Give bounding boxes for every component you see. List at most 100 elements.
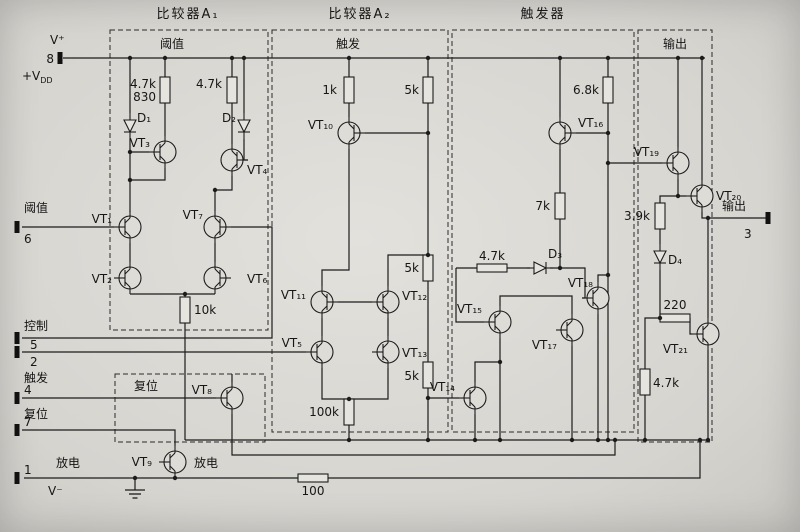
transistor-vt17-symbol — [555, 313, 584, 347]
transistor-vt17-label: VT₁₇ — [532, 338, 557, 352]
components — [113, 76, 720, 499]
reset-box — [114, 373, 266, 443]
pin-discharge-label: 放电 — [56, 455, 80, 470]
transistor-vt1-label: VT₁ — [92, 212, 113, 226]
transistor-vt9-symbol — [158, 445, 187, 479]
flip-flop-wires — [428, 58, 609, 440]
diode-d3-label: D₃ — [548, 247, 562, 261]
transistor-vt7-symbol — [203, 210, 232, 244]
resistor-10k-label: 10k — [194, 303, 216, 317]
vdd-base: +V — [22, 69, 41, 83]
transistor-vt11-label: VT₁₁ — [281, 288, 306, 302]
resistor-4_7k-c-label: 4.7k — [479, 249, 505, 263]
transistor-vt18-label: VT₁₈ — [568, 276, 593, 290]
transistor-vt10-label: VT₁₀ — [308, 118, 333, 132]
resistor-4_7k-b-label: 4.7k — [196, 77, 222, 91]
diode-d2-label: D₂ — [222, 111, 236, 125]
output-block-label: 输出 — [663, 36, 687, 51]
transistor-vt21-symbol — [691, 317, 720, 351]
transistor-vt16-label: VT₁₆ — [578, 116, 603, 130]
pin5-terminal — [14, 332, 20, 344]
resistor-220 — [659, 313, 691, 323]
circuit-wires — [22, 57, 766, 490]
transistor-vt16-symbol — [548, 116, 577, 150]
resistor-3_9k-label: 3.9k — [624, 209, 650, 223]
transistor-vt13-label: VT₁₃ — [402, 346, 427, 360]
resistor-4_7k-830 — [159, 76, 171, 104]
pin8-label: 8 — [46, 52, 54, 66]
output-stage-wires — [608, 58, 766, 440]
transistor-vt3-symbol — [148, 135, 177, 169]
output-stage-box — [637, 29, 713, 443]
ground-symbol — [124, 489, 146, 499]
transistor-vt15-label: VT₁₅ — [457, 302, 482, 316]
comparator-a1-box — [109, 29, 269, 331]
section-title-comparator-a2: 比较器A₂ — [328, 7, 391, 22]
resistor-6_8k-label: 6.8k — [573, 83, 599, 97]
pin2-terminal — [14, 346, 20, 358]
resistor-1k — [343, 76, 355, 104]
resistor-100k — [343, 398, 355, 426]
vdd-sub: DD — [40, 76, 52, 85]
transistor-vt15-symbol — [483, 305, 512, 339]
resistor-830-label: 830 — [133, 90, 156, 104]
pin4-terminal — [14, 392, 20, 404]
diode-d3-symbol — [526, 261, 554, 275]
resistor-5k-a-label: 5k — [404, 83, 419, 97]
transistor-vt10-symbol — [337, 116, 366, 150]
transistor-vt8-symbol — [215, 381, 244, 415]
resistor-4_7k-a-label: 4.7k — [130, 77, 156, 91]
transistor-vt21-label: VT₂₁ — [663, 342, 688, 356]
transistor-vt13-symbol — [371, 335, 400, 369]
reset-discharge-wires — [22, 374, 701, 490]
diode-d4-symbol — [653, 243, 667, 271]
transistor-vt4-label: VT₄ — [247, 163, 268, 177]
reset-box-label: 复位 — [134, 378, 158, 393]
resistor-4_7k-ff — [476, 263, 508, 273]
resistor-100-label: 100 — [302, 484, 325, 498]
transistor-vt19-label: VT₁₉ — [634, 145, 659, 159]
resistor-4_7k-out — [639, 368, 651, 396]
threshold-block-label: 阈值 — [160, 36, 184, 51]
transistor-vt11-symbol — [310, 285, 339, 319]
pin7-terminal — [14, 424, 20, 436]
comparator-a2-box — [271, 29, 449, 433]
pin3-label: 3 — [744, 227, 752, 241]
resistor-5k-c-label: 5k — [404, 369, 419, 383]
resistor-6_8k — [602, 76, 614, 104]
pin-vminus-label: V⁻ — [48, 484, 63, 498]
transistor-vt20-symbol — [685, 179, 714, 213]
resistor-7k-label: 7k — [535, 199, 550, 213]
pin-control-label: 控制 — [24, 319, 48, 333]
transistor-vt20-label: VT₂₀ — [716, 189, 741, 203]
pin8-terminal — [57, 52, 63, 64]
transistor-vt5-symbol — [305, 335, 334, 369]
resistor-100 — [297, 473, 329, 483]
pin7-label: 7 — [24, 415, 32, 429]
transistor-vt14-label: VT₁₄ — [430, 380, 455, 394]
pin-output-label: 输出 — [722, 198, 746, 213]
pin-vplus-label: V⁺ — [50, 33, 65, 47]
flip-flop-box — [451, 29, 635, 433]
transistor-vt12-label: VT₁₂ — [402, 289, 427, 303]
trigger-block-label: 触发 — [336, 36, 360, 51]
transistor-vt7-label: VT₇ — [183, 208, 204, 222]
pin-threshold-label: 阈值 — [24, 200, 48, 215]
resistor-5k-mid — [422, 254, 434, 282]
labels: 比较器A₁ 比较器A₂ 触发器 阈值 触发 输出 V⁺ 8 +VDD 阈值 6 … — [22, 6, 752, 498]
transistor-vt8-label: VT₈ — [192, 383, 213, 397]
pin6-label: 6 — [24, 232, 32, 246]
pin3-terminal — [765, 212, 771, 224]
resistor-4_7k-a1 — [226, 76, 238, 104]
section-title-flip-flop: 触发器 — [520, 6, 565, 22]
pin2-label: 2 — [30, 355, 38, 369]
resistor-5k-top — [422, 76, 434, 104]
resistor-3_9k — [654, 202, 666, 230]
comparator-a2-wires — [22, 58, 429, 440]
pin4-label: 4 — [24, 383, 32, 397]
resistor-1k-label: 1k — [322, 83, 337, 97]
section-title-comparator-a1: 比较器A₁ — [156, 7, 219, 22]
resistor-220-label: 220 — [664, 298, 687, 312]
pin5-label: 5 — [30, 338, 38, 352]
